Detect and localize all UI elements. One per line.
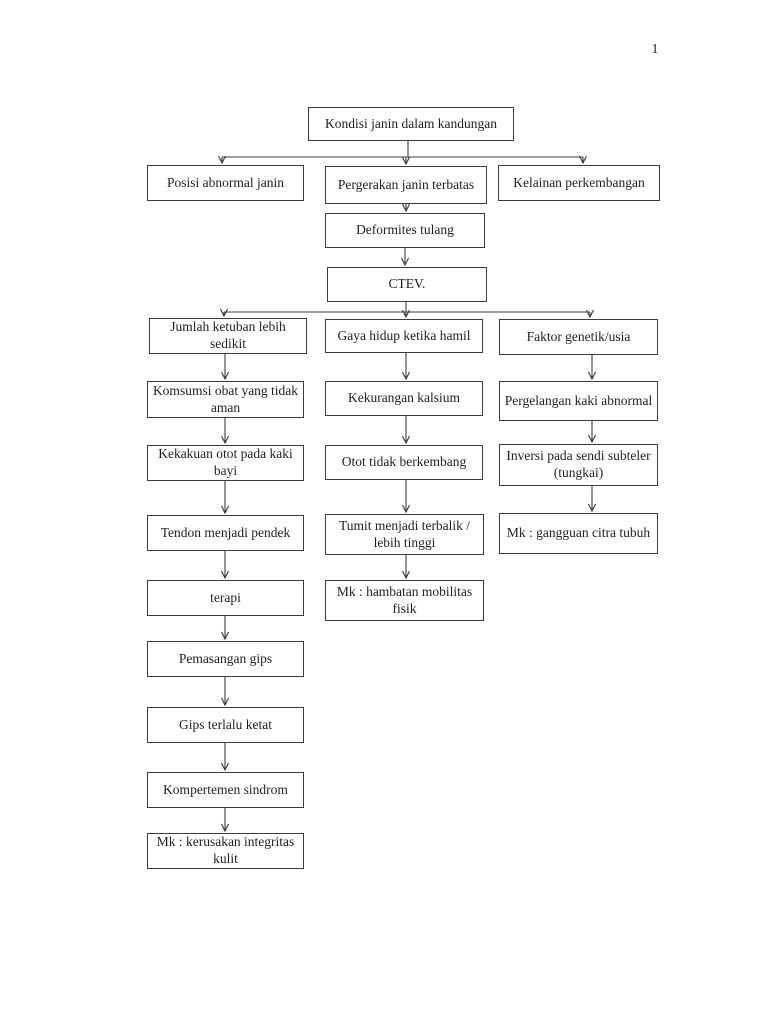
node-ctev: CTEV.	[327, 267, 487, 302]
node-kekakuan-otot-kaki-bayi: Kekakuan otot pada kaki bayi	[147, 445, 304, 481]
node-kekurangan-kalsium: Kekurangan kalsium	[325, 381, 483, 416]
node-inversi-sendi-subteler: Inversi pada sendi subteler (tungkai)	[499, 444, 658, 486]
node-komsumsi-obat-tidak-aman: Komsumsi obat yang tidak aman	[147, 381, 304, 418]
node-gaya-hidup-ketika-hamil: Gaya hidup ketika hamil	[325, 319, 483, 353]
node-jumlah-ketuban-lebih-sedikit: Jumlah ketuban lebih sedikit	[149, 318, 307, 354]
node-pemasangan-gips: Pemasangan gips	[147, 641, 304, 677]
node-deformites-tulang: Deformites tulang	[325, 213, 485, 248]
node-gips-terlalu-ketat: Gips terlalu ketat	[147, 707, 304, 743]
node-pergelangan-kaki-abnormal: Pergelangan kaki abnormal	[499, 381, 658, 421]
node-kelainan-perkembangan: Kelainan perkembangan	[498, 165, 660, 201]
node-tumit-menjadi-terbalik: Tumit menjadi terbalik / lebih tinggi	[325, 514, 484, 555]
node-terapi: terapi	[147, 580, 304, 616]
node-kondisi-janin-dalam-kandungan: Kondisi janin dalam kandungan	[308, 107, 514, 141]
page-number: 1	[651, 42, 659, 57]
node-mk-gangguan-citra-tubuh: Mk : gangguan citra tubuh	[499, 513, 658, 554]
node-mk-kerusakan-integritas-kulit: Mk : kerusakan integritas kulit	[147, 833, 304, 869]
node-posisi-abnormal-janin: Posisi abnormal janin	[147, 165, 304, 201]
node-mk-hambatan-mobilitas-fisik: Mk : hambatan mobilitas fisik	[325, 580, 484, 621]
node-faktor-genetik-usia: Faktor genetik/usia	[499, 319, 658, 355]
node-tendon-menjadi-pendek: Tendon menjadi pendek	[147, 515, 304, 551]
node-pergerakan-janin-terbatas: Pergerakan janin terbatas	[325, 166, 487, 204]
node-otot-tidak-berkembang: Otot tidak berkembang	[325, 445, 483, 480]
node-kompertemen-sindrom: Kompertemen sindrom	[147, 772, 304, 808]
